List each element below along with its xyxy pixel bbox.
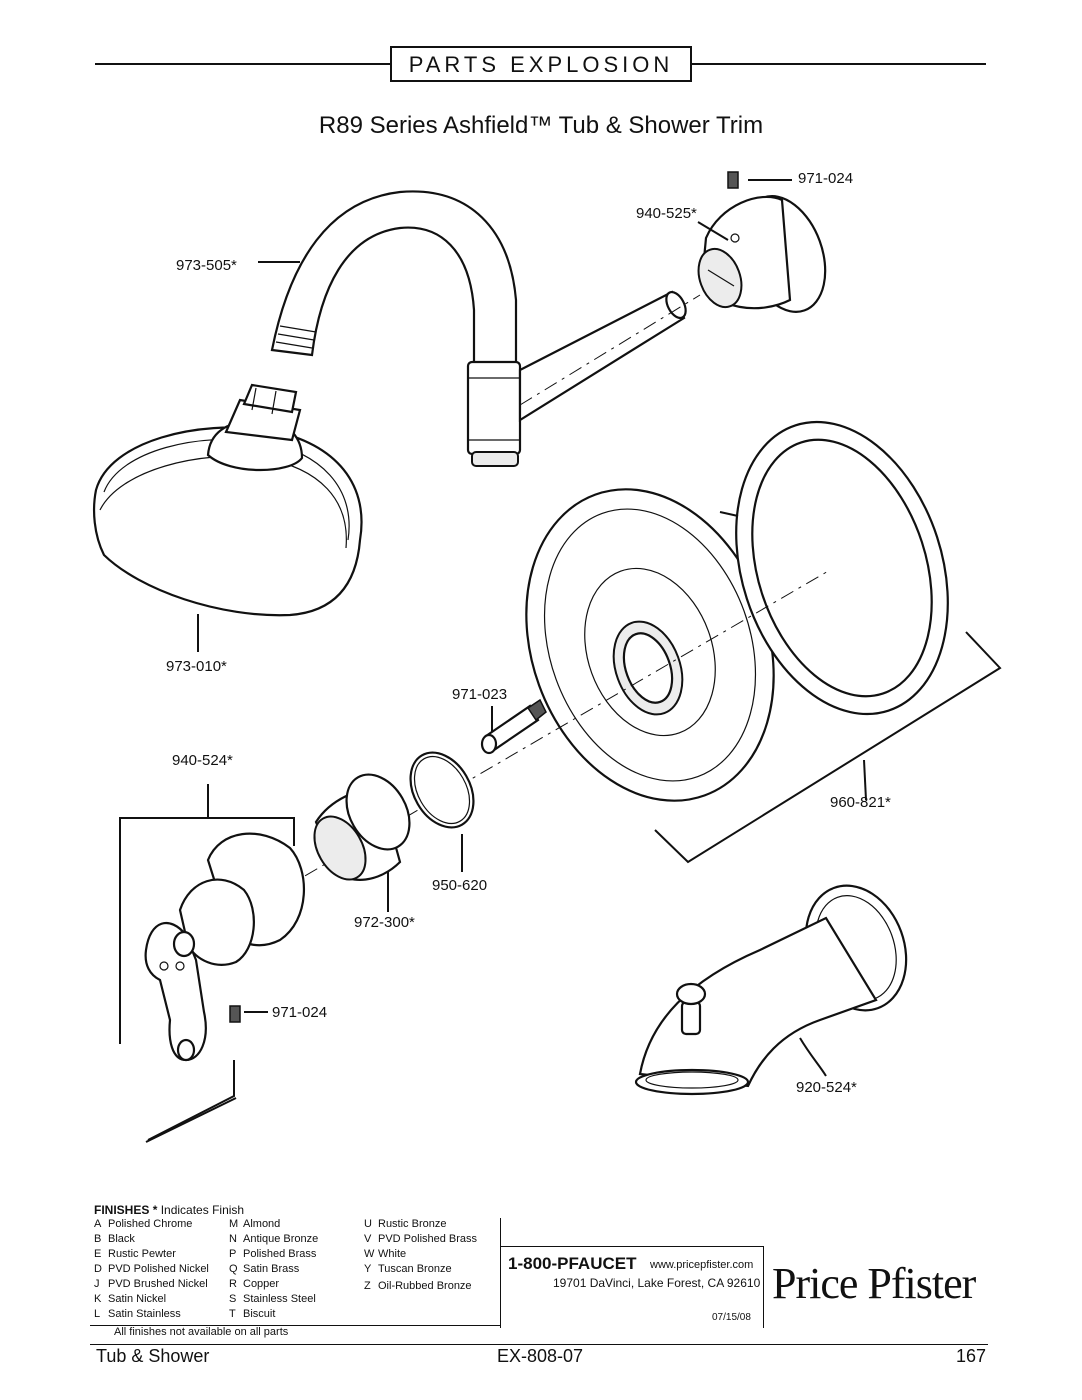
phone-number: 1-800-PFAUCET [508,1254,637,1273]
page-title: PARTS EXPLOSION [390,46,692,82]
part-label: 971-024 [798,170,854,187]
part-label: 920-524* [796,1079,857,1096]
tub-spout-drawing [634,884,908,1096]
website-link[interactable]: www.pricepfister.com [650,1259,754,1271]
leader-lines [197,179,867,1077]
arm-flange-drawing [697,171,827,313]
brand-logo: Price Pfister [772,1259,976,1308]
part-label: 940-524* [172,752,233,769]
o-ring-drawing [409,751,475,829]
shower-arm-drawing [270,190,687,467]
contact-box [500,1246,764,1328]
sleeve-drawing [313,773,411,881]
part-label: 971-023 [452,686,508,703]
revision-date: 07/15/08 [712,1312,751,1323]
stem-extension-drawing [480,698,547,755]
part-label: 972-300* [354,914,415,931]
footer-category: Tub & Shower [96,1346,210,1366]
part-label: 971-024 [272,1004,328,1021]
shower-head-drawing [92,383,363,617]
part-label: 960-821* [830,794,891,811]
diagram-subtitle: R89 Series Ashfield™ Tub & Shower Trim [318,112,764,139]
part-label: 973-505* [176,257,237,274]
part-label: 973-010* [166,658,227,675]
address: 19701 DaVinci, Lake Forest, CA 92610 [553,1276,761,1290]
footer-doc-number: EX-808-07 [497,1346,584,1366]
part-label: 950-620 [432,877,488,894]
escutcheon-plate-drawing [525,420,1002,864]
footer-page-number: 167 [956,1346,987,1366]
arm-centerline [519,294,701,406]
footer-rule [90,1344,988,1345]
handle-drawing [119,784,306,1143]
part-label: 940-525* [636,205,697,222]
finishes-heading: FINISHES * Indicates Finish [94,1203,245,1217]
assembly-centerline [254,569,831,906]
finishes-note: All finishes not available on all parts [114,1326,289,1338]
